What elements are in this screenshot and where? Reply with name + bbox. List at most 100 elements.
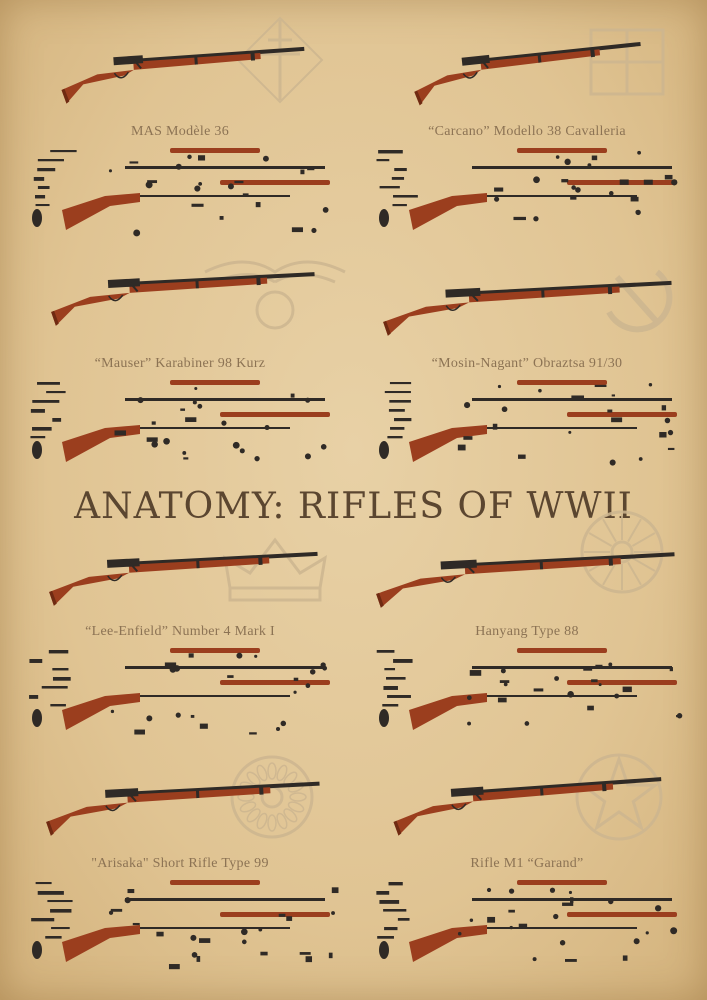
trigger-guard [108,294,124,302]
rifle-name-label: “Carcano” Modello 38 Cavalleria [428,124,626,139]
screw-part [664,417,671,424]
small-part [513,216,526,221]
small-part [51,927,70,930]
small-part [234,180,244,184]
sun-emblem [580,510,664,594]
trigger-guard [107,574,123,582]
front-band [256,275,261,286]
screw-part [322,207,329,213]
small-part [457,444,466,451]
screw-part [182,451,187,455]
small-part [570,196,577,200]
screw-part [501,406,508,413]
screw-part [532,957,537,962]
small-part [50,909,72,913]
butt-plate [383,320,391,336]
screw-part [194,386,198,391]
barrel-part [125,898,325,901]
rifle-name-label: "Arisaka" Short Rifle Type 99 [91,856,269,871]
small-part [571,395,585,401]
small-part [463,436,473,440]
small-part [199,723,208,729]
small-part [168,964,180,970]
small-part [386,677,406,680]
exploded-parts [376,880,678,962]
small-part [35,882,52,885]
barrel-band [195,280,199,289]
small-part [190,714,195,718]
screw-part [554,676,560,681]
barrel-band [196,560,200,569]
barrel-band [539,561,544,570]
screw-part [320,443,327,450]
screw-part [163,437,170,445]
small-part [497,697,507,703]
screw-part [175,163,182,170]
small-part [35,204,50,207]
exploded-parts [29,648,330,735]
butt-plate [49,590,57,606]
small-part [198,155,206,161]
small-part [151,421,156,425]
small-part [384,668,396,671]
exploded-parts [379,380,677,466]
small-part [242,193,249,197]
fasces-emblem [589,28,665,96]
screw-part [637,150,641,155]
small-part [378,150,403,154]
receiver [107,278,141,288]
small-part [643,179,653,185]
screw-part [241,939,247,945]
eagle-emblem [204,260,346,330]
butt-plate [46,820,54,836]
stock [61,69,134,104]
forestock-part [220,912,330,917]
small-part [570,897,574,903]
small-part [293,677,299,681]
stock-part [409,693,487,730]
front-band [607,284,613,295]
small-part [227,675,234,678]
small-part [387,695,411,698]
rifle-panel-mosin-nagant: “Mosin-Nagant” Obraztsa 91/30 [357,242,697,477]
screw-part [567,691,574,698]
screw-part [638,457,643,461]
small-part [219,216,224,220]
forestock-part [220,680,330,685]
screw-part [654,905,662,912]
small-part [384,391,411,394]
exploded-parts [376,148,678,230]
screw-part [608,191,614,196]
barrel-part [125,166,325,169]
screw-part [194,185,201,192]
small-part [147,180,158,184]
screw-part [232,441,240,449]
small-part [183,457,189,460]
screw-part [240,928,248,936]
screw-part [262,155,269,162]
small-part [394,168,407,172]
barrel-band [195,789,200,799]
handguard-part [170,648,260,653]
screw-part [464,402,471,409]
small-part [487,916,496,923]
exploded-parts [376,648,683,730]
small-part [379,900,400,904]
rifle-illustration [46,781,320,836]
small-part [397,918,410,921]
screw-part [608,898,614,905]
rifle-panel-garand: Rifle M1 “Garand” [357,742,697,977]
screw-part [633,938,640,945]
screw-part [146,715,153,722]
small-part [376,159,390,162]
barrel [467,777,662,795]
handguard-part [517,148,607,153]
crown-emblem [222,537,328,602]
small-part [278,913,286,917]
screw-part [254,456,260,462]
small-part [45,936,62,939]
stock [376,574,466,608]
small-part [29,695,39,699]
stock [51,292,130,326]
